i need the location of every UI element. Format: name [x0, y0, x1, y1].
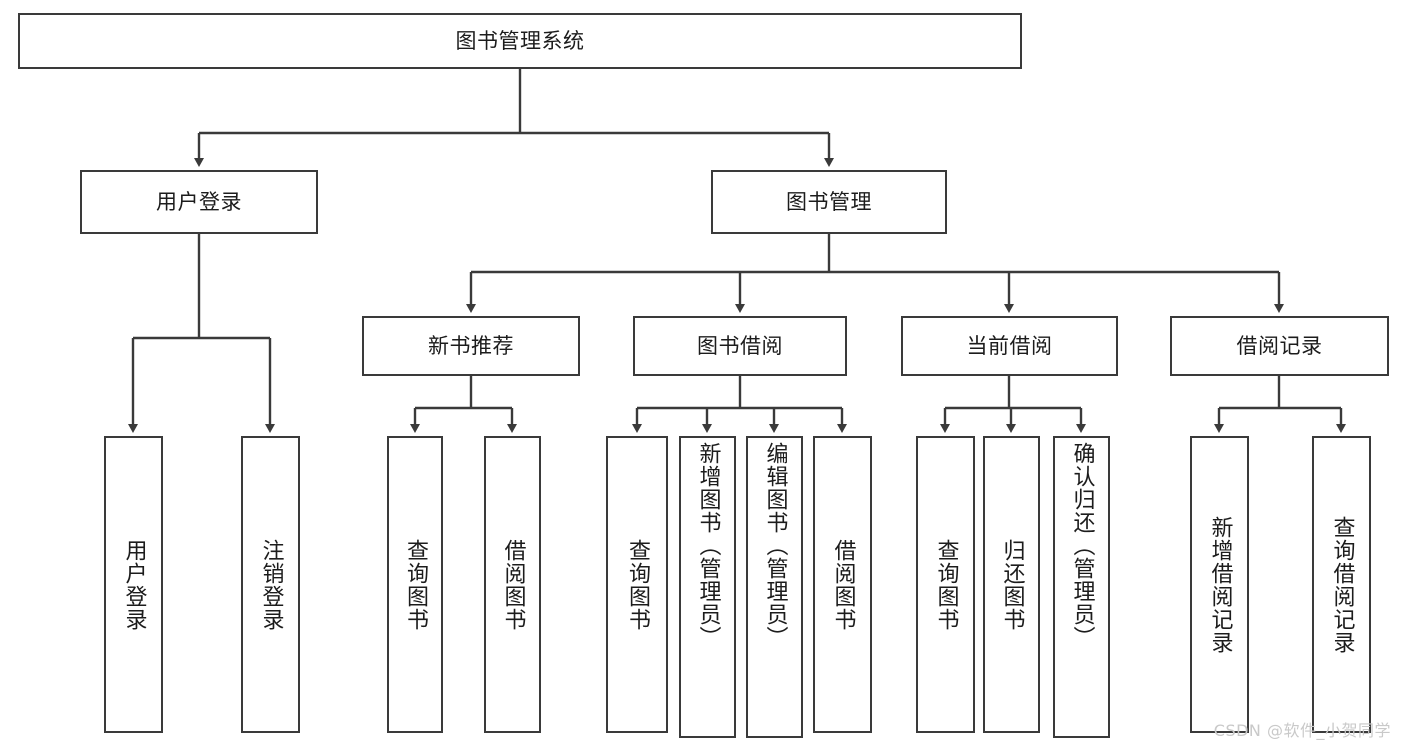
- node-leaf-add-book-label: 新增图书（管理员）: [695, 442, 721, 649]
- node-user-login[interactable]: 用户登录: [80, 170, 318, 234]
- node-leaf-query-book-2[interactable]: 查询图书: [606, 436, 668, 733]
- node-leaf-query-book-2-label: 查询图书: [625, 538, 650, 631]
- node-leaf-add-record[interactable]: 新增借阅记录: [1190, 436, 1249, 733]
- node-new-book-recommend-label: 新书推荐: [428, 333, 514, 358]
- node-leaf-return-book-label: 归还图书: [999, 538, 1025, 631]
- node-root-system-label: 图书管理系统: [455, 28, 585, 53]
- node-leaf-add-record-label: 新增借阅记录: [1207, 515, 1233, 654]
- node-book-manage[interactable]: 图书管理: [711, 170, 947, 234]
- node-leaf-query-record[interactable]: 查询借阅记录: [1312, 436, 1371, 733]
- node-leaf-borrow-book-2-label: 借阅图书: [830, 538, 856, 631]
- node-borrow-record-label: 借阅记录: [1236, 333, 1323, 358]
- node-leaf-borrow-book-1-label: 借阅图书: [500, 538, 526, 631]
- node-leaf-borrow-book-2[interactable]: 借阅图书: [813, 436, 872, 733]
- node-leaf-return-book[interactable]: 归还图书: [983, 436, 1040, 733]
- node-leaf-add-book[interactable]: 新增图书（管理员）: [679, 436, 736, 738]
- node-current-borrow-label: 当前借阅: [966, 333, 1053, 358]
- watermark-text: CSDN @软件_小贺同学: [1213, 721, 1391, 740]
- node-leaf-query-book-3-label: 查询图书: [933, 538, 959, 631]
- node-root-system[interactable]: 图书管理系统: [18, 13, 1022, 69]
- node-book-manage-label: 图书管理: [786, 189, 872, 214]
- node-leaf-query-book-1-label: 查询图书: [403, 538, 428, 631]
- node-leaf-query-book-3[interactable]: 查询图书: [916, 436, 975, 733]
- node-user-login-label: 用户登录: [156, 189, 242, 214]
- node-leaf-edit-book[interactable]: 编辑图书（管理员）: [746, 436, 803, 738]
- node-leaf-edit-book-label: 编辑图书（管理员）: [762, 442, 788, 649]
- node-leaf-confirm-return-label: 确认归还（管理员）: [1069, 442, 1095, 649]
- node-leaf-borrow-book-1[interactable]: 借阅图书: [484, 436, 541, 733]
- node-book-borrow-label: 图书借阅: [697, 333, 783, 358]
- node-borrow-record[interactable]: 借阅记录: [1170, 316, 1389, 376]
- node-leaf-query-book-1[interactable]: 查询图书: [387, 436, 443, 733]
- node-new-book-recommend[interactable]: 新书推荐: [362, 316, 580, 376]
- node-leaf-user-logout-label: 注销登录: [258, 538, 284, 631]
- node-leaf-user-logout[interactable]: 注销登录: [241, 436, 300, 733]
- node-leaf-query-record-label: 查询借阅记录: [1329, 515, 1355, 654]
- node-leaf-user-login[interactable]: 用户登录: [104, 436, 163, 733]
- node-book-borrow[interactable]: 图书借阅: [633, 316, 847, 376]
- node-leaf-confirm-return[interactable]: 确认归还（管理员）: [1053, 436, 1110, 738]
- node-leaf-user-login-label: 用户登录: [121, 538, 147, 631]
- node-current-borrow[interactable]: 当前借阅: [901, 316, 1118, 376]
